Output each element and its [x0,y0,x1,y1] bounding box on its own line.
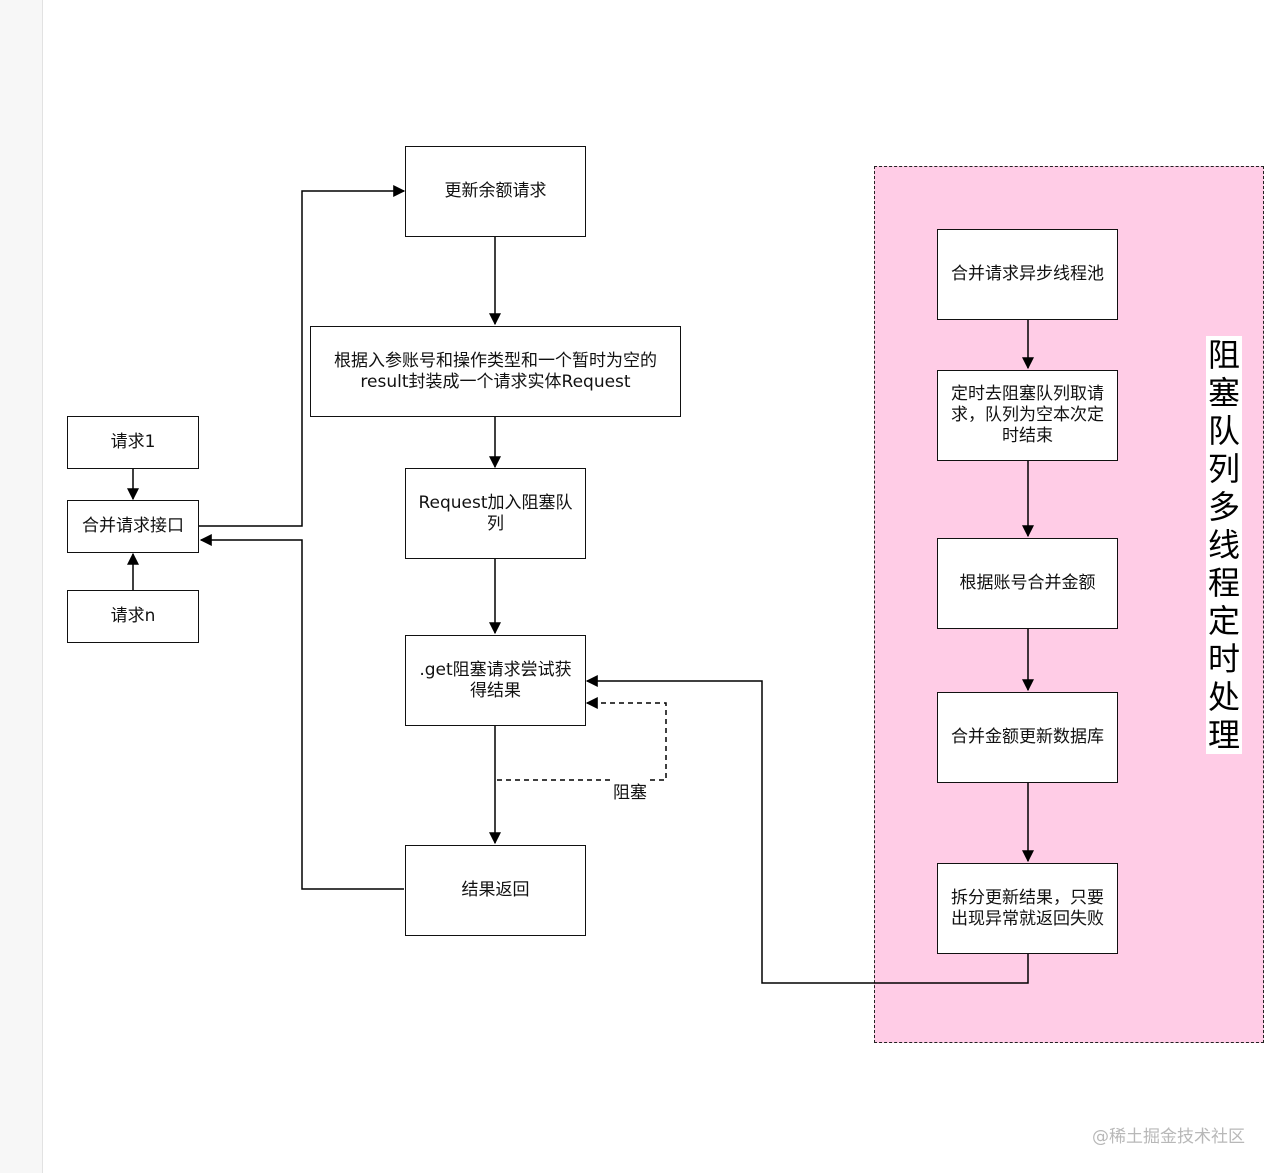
edge-return-to-merge [199,534,404,890]
node-get-result: .get阻塞请求尝试获得结果 [405,635,586,726]
node-merge-api: 合并请求接口 [67,500,199,553]
edge-label-block: 阻塞 [611,778,649,803]
node-return-result: 结果返回 [405,845,586,936]
node-split-result: 拆分更新结果，只要出现异常就返回失败 [937,863,1118,954]
region-label: 阻塞队列多线程定时处理 [1206,336,1242,754]
left-gutter [0,0,43,1173]
node-timer-poll: 定时去阻塞队列取请求，队列为空本次定时结束 [937,370,1118,461]
node-enqueue: Request加入阻塞队列 [405,468,586,559]
edge-merge-to-update [199,185,406,527]
node-update-db: 合并金额更新数据库 [937,692,1118,783]
node-request-n: 请求n [67,590,199,643]
watermark: @稀土掘金技术社区 [1092,1127,1245,1147]
node-update-balance: 更新余额请求 [405,146,586,237]
edge-split-to-get [585,675,1029,984]
edge-block-loop [497,697,667,781]
node-request-1: 请求1 [67,416,199,469]
node-merge-amount: 根据账号合并金额 [937,538,1118,629]
node-wrap-request: 根据入参账号和操作类型和一个暂时为空的result封装成一个请求实体Reques… [310,326,681,417]
node-thread-pool: 合并请求异步线程池 [937,229,1118,320]
